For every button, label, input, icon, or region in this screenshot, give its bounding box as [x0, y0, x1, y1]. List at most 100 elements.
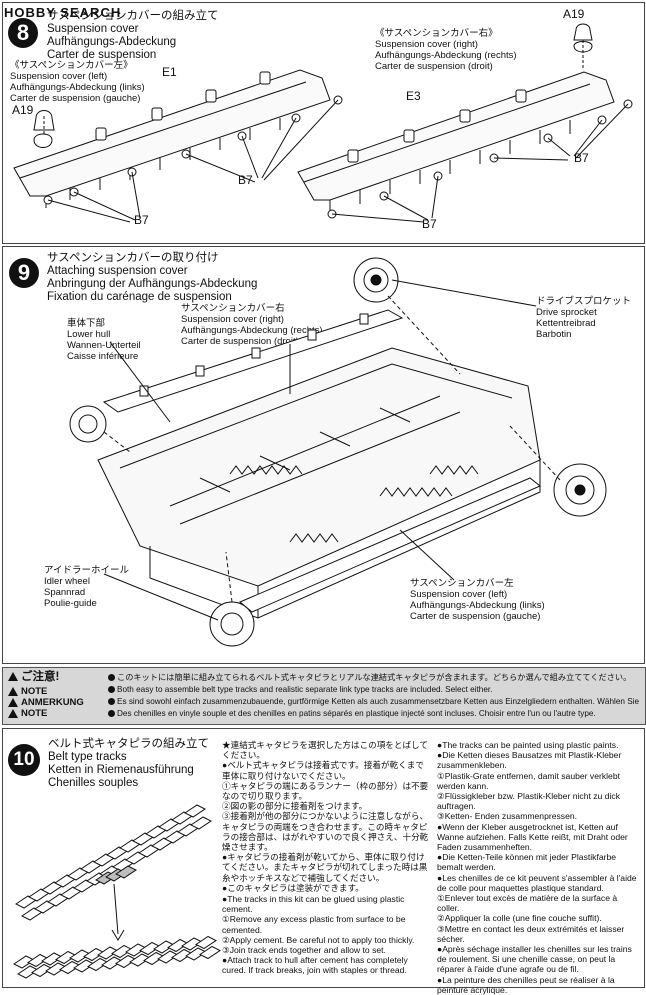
- part-b7-label-c: B7: [574, 151, 589, 165]
- idler-fr: Poulie-guide: [44, 598, 97, 609]
- part-a19-right-label: A19: [563, 7, 585, 21]
- step-8-left-caption: 《サスペンションカバー左》 Suspension cover (left) Au…: [10, 60, 145, 104]
- step-8-number: 8: [8, 18, 38, 48]
- note-line-en: Both easy to assemble belt type tracks a…: [108, 684, 640, 696]
- cover-left-caption: サスペンションカバー左 Suspension cover (left) Aufh…: [410, 578, 545, 622]
- step-9-title-en: Attaching suspension cover: [47, 265, 188, 277]
- note-line-en-text: Both easy to assemble belt type tracks a…: [117, 685, 493, 694]
- sprocket-caption: ドライブスプロケット Drive sprocket Kettentreibrad…: [536, 296, 631, 340]
- note-label-en-row: NOTE: [8, 686, 104, 697]
- jp-line: ●このキャタピラは塗装ができます。: [222, 882, 364, 893]
- step-10-title-jp: ベルト式キャタピラの組み立て: [48, 738, 209, 750]
- note-line-jp-text: このキットには簡単に組み立てられるベルト式キャタピラとリアルな連結式キャタピラが…: [117, 673, 632, 682]
- left-caption-jp: 《サスペンションカバー左》: [10, 60, 133, 71]
- warning-icon: [8, 686, 18, 696]
- cover-right-caption: サスペンションカバー右 Suspension cover (right) Auf…: [181, 303, 323, 347]
- note-labels: ご注意! NOTE ANMERKUNG NOTE: [8, 671, 104, 719]
- step-8-title-de: Aufhängungs-Abdeckung: [47, 36, 177, 48]
- note-label-de-row: ANMERKUNG: [8, 697, 104, 708]
- track-link: [115, 865, 137, 879]
- hull-fr: Caisse inférieure: [67, 351, 139, 362]
- multilang-line: ●La peinture des chenilles peut se réali…: [437, 974, 615, 995]
- left-caption-de: Aufhängungs-Abdeckung (links): [10, 82, 145, 93]
- multilang-line: ●Les chenilles de ce kit peuvent s'assem…: [437, 872, 637, 893]
- step-10-number: 10: [8, 744, 40, 776]
- step-9-title-fr: Fixation du carénage de suspension: [47, 291, 232, 303]
- right-caption-en: Suspension cover (right): [375, 39, 478, 50]
- track-link: [195, 935, 217, 950]
- cover-left-jp: サスペンションカバー左: [410, 578, 514, 589]
- cover-right-jp: サスペンションカバー右: [181, 303, 285, 314]
- logo-text: HOBBY SEARCH: [4, 5, 122, 20]
- cover-left-en: Suspension cover (left): [410, 589, 508, 600]
- lower-hull-caption: 車体下部 Lower hull Wannen-Unterteil Caisse …: [67, 318, 141, 362]
- part-b7-label-b: B7: [134, 213, 149, 227]
- multilang-line: ②Flüssigkleber bzw. Plastik-Kleber nicht…: [437, 791, 620, 812]
- de-fr-instructions: ●The tracks can be painted using plastic…: [437, 740, 639, 995]
- part-e1-label: E1: [162, 65, 177, 79]
- jp-line: ●キャタピラの接着剤が乾いてから、車体に取り付けてください。またキャタピラが切れ…: [222, 852, 428, 883]
- step-10-title-fr: Chenilles souples: [48, 777, 139, 789]
- right-caption-fr: Carter de suspension (droit): [375, 61, 493, 72]
- idler-caption: アイドラーホイール Idler wheel Spannrad Poulie-gu…: [44, 565, 129, 609]
- multilang-line: ②Appliquer la colle (une fine couche suf…: [437, 913, 602, 924]
- bullet-icon: [108, 686, 115, 694]
- sprocket-fr: Barbotin: [536, 329, 572, 340]
- track-link: [184, 804, 206, 818]
- multilang-line: ●Die Ketten dieses Bausatzes mit Plastik…: [437, 750, 622, 771]
- left-caption-en: Suspension cover (left): [10, 71, 108, 82]
- step-8-title-en: Suspension cover: [47, 23, 139, 35]
- multilang-line: ①Plastik-Grate entfernen, damit sauber v…: [437, 770, 621, 791]
- note-label-en: NOTE: [21, 686, 48, 697]
- step-9-title: サスペンションカバーの取り付け Attaching suspension cov…: [47, 252, 257, 304]
- track-link: [190, 816, 212, 830]
- bullet-icon: [108, 710, 115, 718]
- bullet-icon: [108, 698, 115, 706]
- sprocket-de: Kettentreibrad: [536, 318, 596, 329]
- part-a19-left-label: A19: [12, 103, 34, 117]
- idler-en: Idler wheel: [44, 576, 90, 587]
- step-9-title-jp: サスペンションカバーの取り付け: [47, 252, 219, 264]
- jp-line: ●ベルト式キャタピラは接着式です。接着が乾くまで車体に取り付けないでください。: [222, 760, 424, 781]
- note-label-jp-row: ご注意!: [8, 671, 104, 684]
- step-8-right-caption: 《サスペンションカバー右》 Suspension cover (right) A…: [375, 28, 517, 72]
- step-8-title-fr: Carter de suspension: [47, 49, 157, 61]
- note-line-jp: このキットには簡単に組み立てられるベルト式キャタピラとリアルな連結式キャタピラが…: [108, 672, 640, 684]
- note-label-fr: NOTE: [21, 708, 48, 719]
- multilang-line: ③Ketten- Enden zusammenpressen.: [437, 811, 578, 822]
- en-line: ②Apply cement. Be careful not to apply t…: [222, 934, 415, 945]
- jp-line: ②図の影の部分に接着剤をつけます。: [222, 801, 368, 812]
- cover-right-de: Aufhängungs-Abdeckung (rechts): [181, 325, 323, 336]
- part-b7-label-a: B7: [238, 173, 253, 187]
- multilang-line: ●Die Ketten-Teile können mit jeder Plast…: [437, 852, 617, 873]
- sprocket-jp: ドライブスプロケット: [536, 296, 632, 307]
- step-10-title-de: Ketten in Riemenausführung: [48, 764, 194, 776]
- left-caption-fr: Carter de suspension (gauche): [10, 93, 141, 104]
- hull-de: Wannen-Unterteil: [67, 340, 141, 351]
- multilang-line: ①Enlever tout excès de matière de la sur…: [437, 893, 618, 914]
- part-e3-label: E3: [406, 89, 421, 103]
- warning-icon: [8, 672, 18, 682]
- note-line-fr-text: Des chenilles en vinyle souple et des ch…: [117, 709, 596, 718]
- step-8-title: サスペンションカバーの組み立て Suspension cover Aufhäng…: [47, 10, 218, 62]
- step-9-title-de: Anbringung der Aufhängungs-Abdeckung: [47, 278, 258, 290]
- jp-line: ★連結式キャタピラを選択した方はこの項をとばしてください。: [222, 740, 428, 761]
- note-text: このキットには簡単に組み立てられるベルト式キャタピラとリアルな連結式キャタピラが…: [108, 672, 640, 720]
- track-link: [199, 945, 221, 960]
- idler-jp: アイドラーホイール: [44, 565, 130, 576]
- en-instructions: ●The tracks in this kit can be glued usi…: [222, 894, 430, 976]
- cover-right-fr: Carter de suspension (droit): [181, 336, 299, 347]
- step-9-number: 9: [9, 258, 39, 288]
- note-label-de: ANMERKUNG: [21, 697, 84, 708]
- bullet-icon: [108, 674, 115, 682]
- step-9-diagram: [69, 257, 607, 647]
- en-line: ●Attach track to hull after cement has c…: [222, 955, 408, 976]
- step-8-title-jp: サスペンションカバーの組み立て: [47, 10, 219, 22]
- idler-de: Spannrad: [44, 587, 86, 598]
- note-line-de: Es sind sowohl einfach zusammenzubauende…: [108, 696, 640, 708]
- jp-instructions: ★連結式キャタピラを選択した方はこの項をとばしてください。 ●ベルト式キャタピラ…: [222, 740, 430, 893]
- right-caption-jp: 《サスペンションカバー右》: [375, 28, 498, 39]
- cover-right-en: Suspension cover (right): [181, 314, 284, 325]
- arrow-icon: [111, 883, 125, 941]
- right-caption-de: Aufhängungs-Abdeckung (rechts): [375, 50, 517, 61]
